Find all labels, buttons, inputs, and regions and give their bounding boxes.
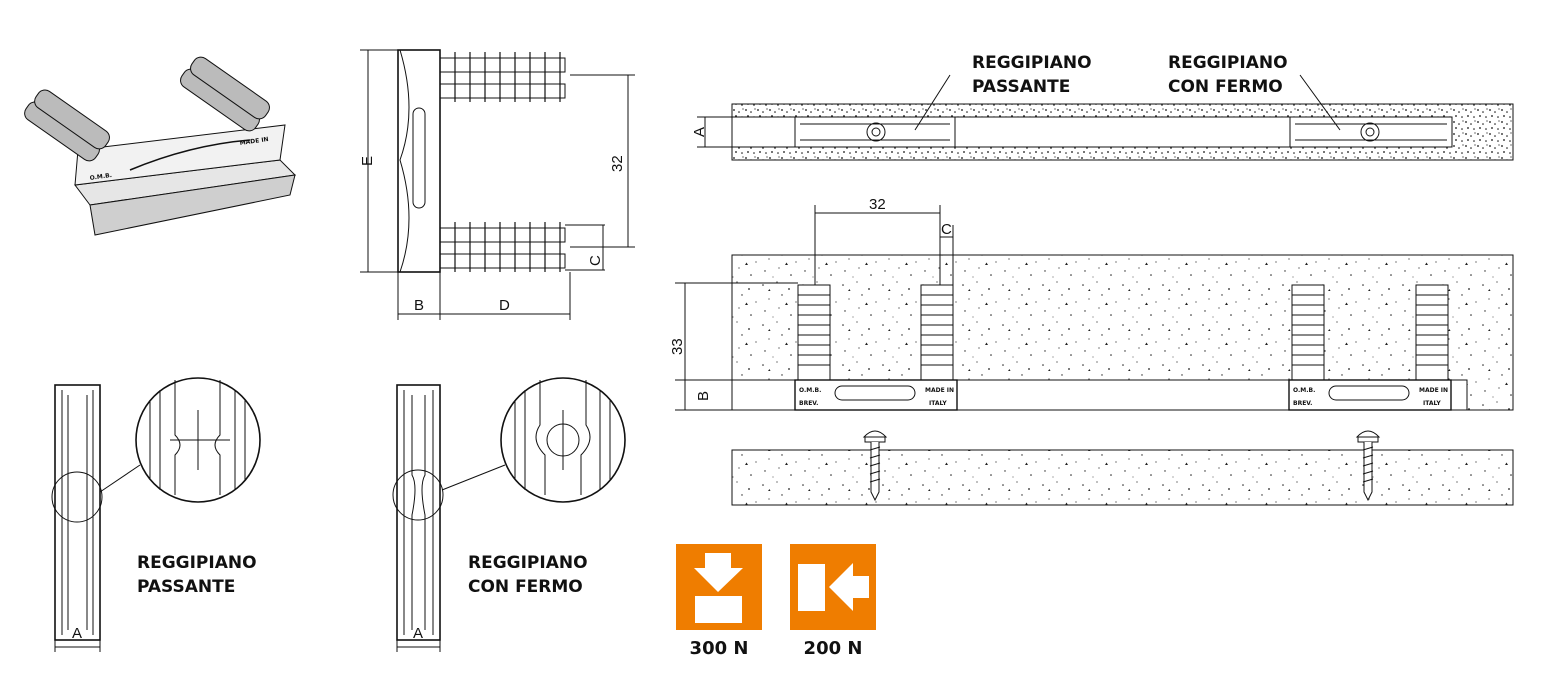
label-passante: PASSANTE	[137, 577, 235, 597]
dimension-spacing: 32	[869, 196, 886, 213]
label-reggipiano-con-fermo: REGGIPIANO	[468, 553, 588, 573]
dimension-b-front: B	[414, 297, 424, 314]
dimension-front-height: 32	[609, 155, 626, 172]
screw-icon	[1355, 430, 1381, 502]
mid-elevation-view: O.M.B. BREV. MADE IN ITALY O.M.B. BREV. …	[669, 196, 1514, 411]
screw-icon	[862, 430, 888, 502]
reggipiano-passante-top	[794, 116, 956, 148]
top-section-view: A REGGIPIANO PASSANTE REGGIPIANO CON FER…	[691, 53, 1514, 161]
product-isometric-view: O.M.B. MADE IN	[24, 56, 297, 236]
dimension-d: D	[499, 297, 510, 314]
made-in-marking: MADE IN	[239, 136, 269, 147]
marking-italy-2: ITALY	[1423, 400, 1441, 407]
load-vertical: 300 N	[676, 544, 762, 659]
marking-made-in-1: MADE IN	[925, 387, 954, 394]
marking-italy-1: ITALY	[929, 400, 947, 407]
marking-brev-2: BREV.	[1293, 400, 1312, 407]
dimension-a-fermo: A	[413, 625, 423, 642]
callout-reggipiano-con-fermo: REGGIPIANO	[1168, 53, 1288, 73]
bracket-fermo-mid: O.M.B. BREV. MADE IN ITALY	[1288, 379, 1452, 411]
bracket-passante-mid: O.M.B. BREV. MADE IN ITALY	[794, 379, 958, 411]
vertical-load-value: 300 N	[690, 638, 749, 659]
callout-con-fermo: CON FERMO	[1168, 77, 1283, 97]
front-view: E 32 C B D	[359, 49, 635, 320]
label-con-fermo: CON FERMO	[468, 577, 583, 597]
dimension-a-top: A	[691, 127, 708, 137]
dimension-depth: 33	[669, 338, 686, 355]
marking-brand-1: O.M.B.	[799, 387, 821, 394]
side-view-passante: A REGGIPIANO PASSANTE	[51, 377, 261, 652]
callout-passante: PASSANTE	[972, 77, 1070, 97]
dimension-a-passante: A	[72, 625, 82, 642]
dimension-e: E	[359, 156, 376, 166]
bottom-shelf-view	[731, 430, 1514, 506]
callout-reggipiano-passante: REGGIPIANO	[972, 53, 1092, 73]
label-reggipiano-passante: REGGIPIANO	[137, 553, 257, 573]
dimension-c-mid: C	[941, 221, 952, 238]
horizontal-load-value: 200 N	[804, 638, 863, 659]
reggipiano-fermo-top	[1289, 116, 1453, 148]
marking-brev-1: BREV.	[799, 400, 818, 407]
marking-made-in-2: MADE IN	[1419, 387, 1448, 394]
load-horizontal: 200 N	[790, 544, 876, 659]
marking-brand-2: O.M.B.	[1293, 387, 1315, 394]
brand-marking: O.M.B.	[89, 172, 112, 182]
dimension-b-mid: B	[695, 391, 712, 401]
dimension-c-front: C	[587, 255, 604, 266]
side-view-fermo: A REGGIPIANO CON FERMO	[392, 377, 626, 652]
